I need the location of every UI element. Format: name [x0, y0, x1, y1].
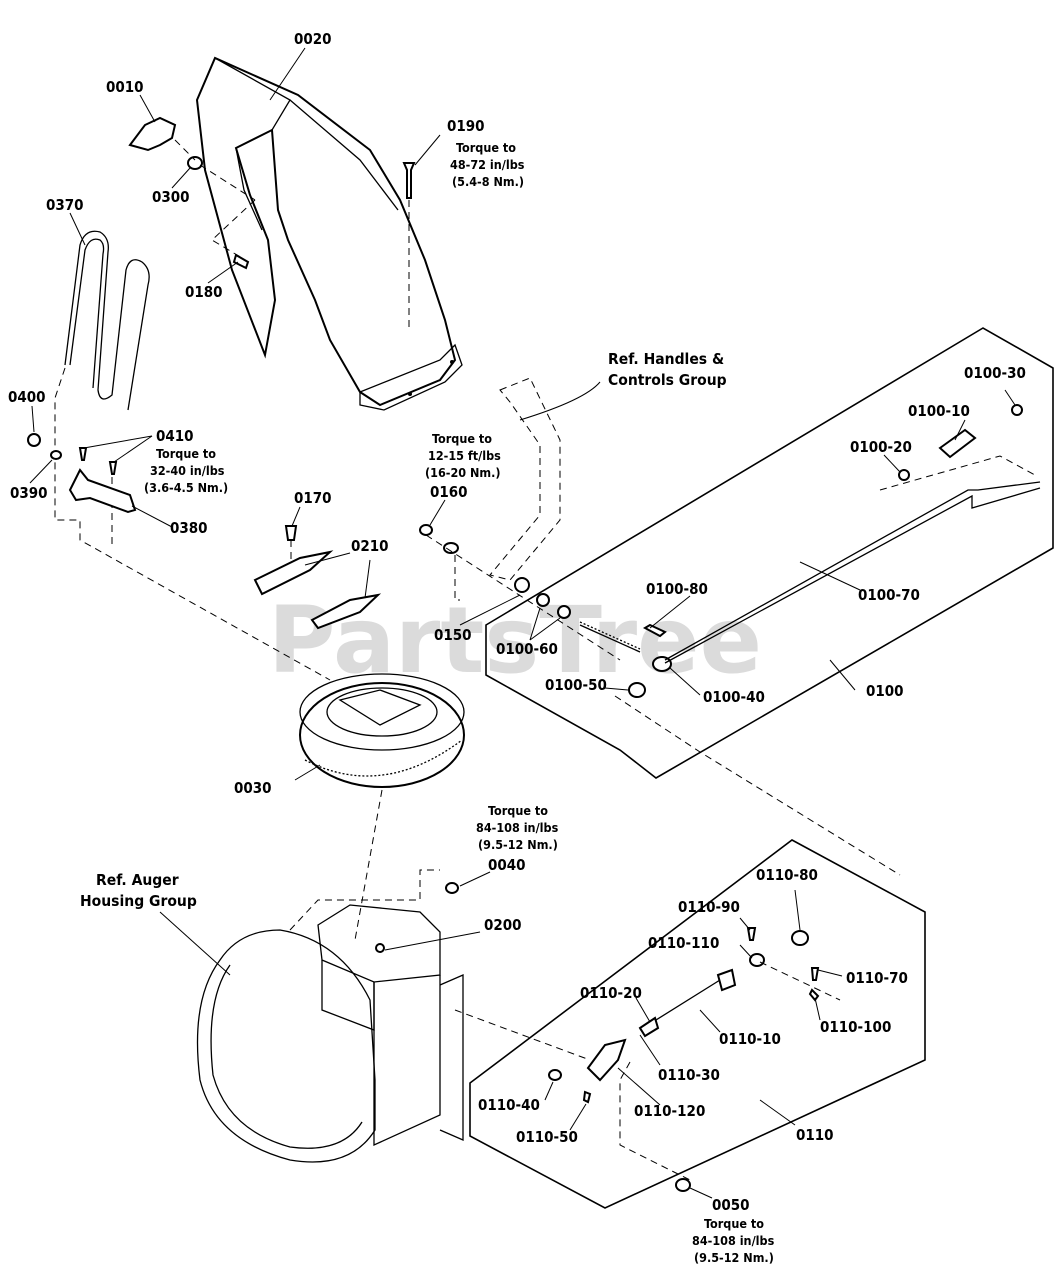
callout-0110-20: 0110-20 — [580, 984, 642, 1002]
washer-0390 — [50, 450, 62, 460]
washer-0300 — [187, 156, 203, 170]
callout-0110-30: 0110-30 — [658, 1066, 720, 1084]
callout-0300: 0300 — [152, 188, 190, 206]
torque-note-0040: Torque to 84-108 in/lbs (9.5-12 Nm.) — [476, 803, 559, 852]
shift-assembly-0110 — [548, 927, 820, 1104]
callout-0020: 0020 — [294, 30, 332, 48]
callout-0410: 0410 — [156, 427, 194, 445]
nut-0040 — [445, 882, 459, 894]
callout-0200: 0200 — [484, 916, 522, 934]
callout-0100-20: 0100-20 — [850, 438, 912, 456]
callout-0100-70: 0100-70 — [858, 586, 920, 604]
screw-0410b — [108, 461, 118, 475]
svg-text:48-72 in/lbs: 48-72 in/lbs — [450, 157, 525, 172]
bolt-0190 — [402, 162, 416, 199]
torque-note-0050: Torque to 84-108 in/lbs (9.5-12 Nm.) — [692, 1216, 775, 1265]
rod-assembly-0100 — [579, 481, 1041, 698]
svg-text:Torque to: Torque to — [432, 431, 492, 446]
svg-text:Controls Group: Controls Group — [608, 371, 727, 389]
washer-0160 — [443, 542, 459, 554]
callout-0110-90: 0110-90 — [678, 898, 740, 916]
callout-0110-80: 0110-80 — [756, 866, 818, 884]
callout-0100-50: 0100-50 — [545, 676, 607, 694]
svg-text:(9.5-12 Nm.): (9.5-12 Nm.) — [478, 837, 558, 852]
svg-text:Torque to: Torque to — [488, 803, 548, 818]
callout-0010: 0010 — [106, 78, 144, 96]
callout-0190: 0190 — [447, 117, 485, 135]
leader-lines — [29, 47, 1016, 1199]
nut-0050 — [675, 1178, 691, 1192]
callout-0400: 0400 — [8, 388, 46, 406]
torque-note-0190: Torque to 48-72 in/lbs (5.4-8 Nm.) — [450, 140, 525, 189]
screw-0410a — [78, 447, 88, 461]
svg-text:84-108 in/lbs: 84-108 in/lbs — [476, 820, 559, 835]
group-box-0110 — [469, 839, 926, 1209]
svg-text:Ref. Handles &: Ref. Handles & — [608, 350, 724, 368]
callout-0110-120: 0110-120 — [634, 1102, 705, 1120]
washer-0150 — [514, 577, 530, 593]
svg-text:84-108 in/lbs: 84-108 in/lbs — [692, 1233, 775, 1248]
callout-0160: 0160 — [430, 483, 468, 501]
ref-auger-housing-group: Ref. Auger Housing Group — [80, 871, 197, 910]
svg-text:(9.5-12 Nm.): (9.5-12 Nm.) — [694, 1250, 774, 1265]
callout-0380: 0380 — [170, 519, 208, 537]
torque-note-0160: Torque to 12-15 ft/lbs (16-20 Nm.) — [425, 431, 501, 480]
callout-0110: 0110 — [796, 1126, 834, 1144]
ref-handles-controls-group: Ref. Handles & Controls Group — [608, 350, 727, 389]
callout-0040: 0040 — [488, 856, 526, 874]
auger-housing — [196, 869, 464, 1163]
nut-0160 — [419, 524, 433, 536]
callout-0100-80: 0100-80 — [646, 580, 708, 598]
callout-0180: 0180 — [185, 283, 223, 301]
callout-0110-70: 0110-70 — [846, 969, 908, 987]
callout-0210: 0210 — [351, 537, 389, 555]
nut-0400 — [27, 433, 41, 447]
plate-0210-lower — [310, 593, 382, 630]
callout-0110-10: 0110-10 — [719, 1030, 781, 1048]
deflector-handle — [128, 116, 177, 152]
discharge-chute — [195, 56, 463, 411]
callout-0100-30: 0100-30 — [964, 364, 1026, 382]
callout-0050: 0050 — [712, 1196, 750, 1214]
bolt-0170 — [284, 525, 298, 541]
svg-text:Ref. Auger: Ref. Auger — [96, 871, 179, 889]
ring-gear-0030 — [299, 673, 465, 788]
callout-0370: 0370 — [46, 196, 84, 214]
callout-0100-40: 0100-40 — [703, 688, 765, 706]
callout-0110-50: 0110-50 — [516, 1128, 578, 1146]
svg-text:Torque to: Torque to — [156, 446, 216, 461]
callout-0110-100: 0110-100 — [820, 1018, 891, 1036]
nut-0100-30 — [1011, 404, 1023, 416]
torque-note-0410: Torque to 32-40 in/lbs (3.6-4.5 Nm.) — [144, 446, 228, 495]
nut-0100-60b — [557, 605, 571, 619]
callout-0100-10: 0100-10 — [908, 402, 970, 420]
callout-0170: 0170 — [294, 489, 332, 507]
nut-0100-60a — [536, 593, 550, 607]
svg-text:12-15 ft/lbs: 12-15 ft/lbs — [428, 448, 501, 463]
callout-0390: 0390 — [10, 484, 48, 502]
washer-0100-20 — [898, 469, 910, 481]
callout-0150: 0150 — [434, 626, 472, 644]
control-rod-0370 — [64, 230, 150, 411]
svg-text:Torque to: Torque to — [456, 140, 516, 155]
bracket-0380 — [68, 468, 137, 514]
callout-0110-40: 0110-40 — [478, 1096, 540, 1114]
svg-text:(3.6-4.5 Nm.): (3.6-4.5 Nm.) — [144, 480, 228, 495]
svg-text:32-40 in/lbs: 32-40 in/lbs — [150, 463, 225, 478]
svg-text:(5.4-8 Nm.): (5.4-8 Nm.) — [452, 174, 524, 189]
svg-text:Housing Group: Housing Group — [80, 892, 197, 910]
callout-0110-110: 0110-110 — [648, 934, 719, 952]
svg-text:(16-20 Nm.): (16-20 Nm.) — [425, 465, 501, 480]
group-box-0100 — [485, 327, 1054, 779]
svg-text:Torque to: Torque to — [704, 1216, 764, 1231]
callout-0030: 0030 — [234, 779, 272, 797]
callout-0100-60: 0100-60 — [496, 640, 558, 658]
callout-0100: 0100 — [866, 682, 904, 700]
bolt-0180 — [232, 253, 250, 270]
